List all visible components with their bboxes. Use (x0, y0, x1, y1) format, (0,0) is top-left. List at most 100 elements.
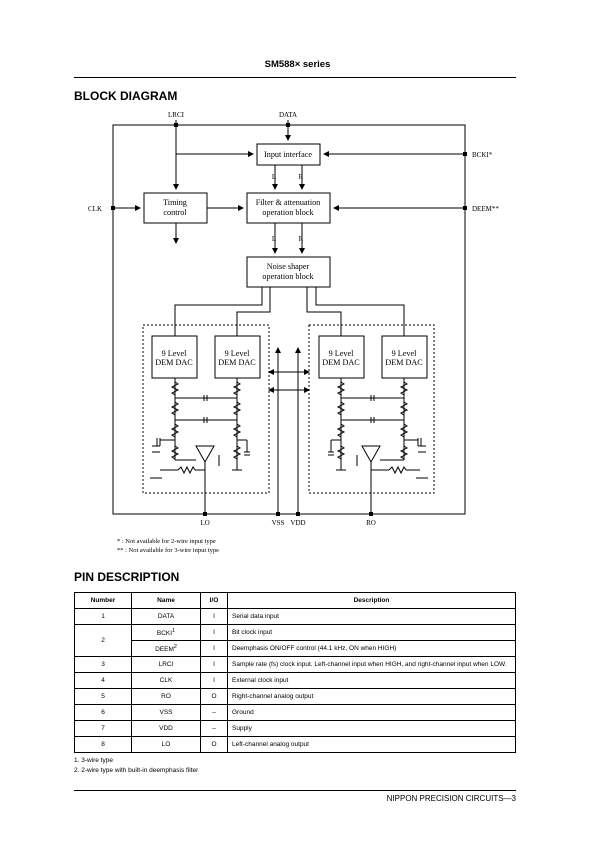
table-row: 3 LRCI I Sample rate (fs) clock input. L… (74, 656, 516, 673)
cell-description: Sample rate (fs) clock input. Left-chann… (227, 656, 516, 673)
note-3wire: ** : Not available for 3-wire input type (117, 547, 219, 554)
col-number: Number (74, 592, 132, 609)
table-row: 5 RO O Right-channel analog output (74, 688, 516, 705)
footnote-1: 1. 3-wire type (74, 757, 114, 764)
cell-name: VSS (131, 704, 201, 721)
header-rule (74, 77, 516, 78)
right-dac-region (308, 324, 435, 494)
channel-r-label: R (299, 173, 304, 181)
table-row: 8 LO O Left-channel analog output (74, 736, 516, 753)
cell-io: I (200, 672, 228, 689)
pin-label-lo: LO (200, 519, 209, 527)
cell-io: I (200, 624, 228, 641)
cell-name: CLK (131, 672, 201, 689)
cell-description: External clock input (227, 672, 516, 689)
cell-number: 1 (74, 608, 132, 625)
cell-number: 7 (74, 720, 132, 737)
timing-label-1: Timing (163, 198, 187, 207)
pin-label-vss: VSS (272, 519, 285, 527)
cell-io: O (200, 736, 228, 753)
block-diagram-heading: BLOCK DIAGRAM (74, 89, 178, 103)
footnote-ref: 1 (172, 627, 176, 634)
cell-io: O (200, 688, 228, 705)
page-header: SM588× series (264, 59, 331, 70)
table-footnotes: 1. 3-wire type 2. 2-wire type with built… (74, 756, 198, 776)
noise-label-2: operation block (262, 272, 314, 281)
cell-description: Deemphasis ON/OFF control (44.1 kHz, ON … (227, 640, 516, 657)
pin-label-clk: CLK (88, 205, 102, 213)
cell-io: I (200, 608, 228, 625)
filter-label-2: operation block (262, 208, 314, 217)
noise-shaper-block (246, 256, 331, 288)
left-dac-region (142, 324, 270, 494)
cell-io: – (200, 720, 228, 737)
timing-label-2: control (163, 208, 187, 217)
cell-number: 5 (74, 688, 132, 705)
cell-number: 4 (74, 672, 132, 689)
dac-r2-label-1: 9 Level (392, 349, 418, 358)
channel-l-label: L (272, 173, 276, 181)
cell-number: 8 (74, 736, 132, 753)
dac-l1-label-1: 9 Level (162, 349, 188, 358)
table-row: DEEM2 I Deemphasis ON/OFF control (44.1 … (75, 640, 516, 657)
input-interface-label: Input interface (264, 150, 312, 159)
col-name: Name (131, 592, 201, 609)
table-row: 4 CLK I External clock input (74, 672, 516, 689)
cell-io: – (200, 704, 228, 721)
pin-label-deem: DEEM** (472, 205, 499, 213)
noise-label-1: Noise shaper (267, 262, 310, 271)
dac-r2-label-2: DEM DAC (385, 358, 423, 367)
block-diagram: LRCI DATA CLK BCKI* DEEM** LO VSS VDD RO… (88, 111, 499, 527)
dac-l1-label-2: DEM DAC (155, 358, 193, 367)
cell-number: 6 (74, 704, 132, 721)
cell-name: DEEM2 (131, 640, 201, 657)
channel-r-label: R (299, 235, 304, 243)
cell-name: RO (131, 688, 201, 705)
filter-label-1: Filter & attenuation (256, 198, 321, 207)
cell-description: Serial data input (227, 608, 516, 625)
cell-description: Ground (227, 704, 516, 721)
pin-label-ro: RO (366, 519, 376, 527)
chip-outline (112, 124, 466, 515)
cell-io: I (200, 640, 228, 657)
cell-description: Bit clock input (227, 624, 516, 641)
footnote-ref: 2 (173, 643, 177, 650)
page-footer: NIPPON PRECISION CIRCUITS—3 (386, 794, 516, 803)
note-2wire: * : Not available for 2-wire input type (117, 538, 216, 545)
table-row: 1 DATA I Serial data input (74, 608, 516, 625)
cell-number: 2 (74, 624, 132, 657)
cell-name: LRCI (131, 656, 201, 673)
col-description: Description (227, 592, 516, 609)
cell-description: Right-channel analog output (227, 688, 516, 705)
table-row: 2 BCKI1 I Bit clock input (74, 624, 516, 657)
pin-label-vdd: VDD (290, 519, 305, 527)
cell-number: 3 (74, 656, 132, 673)
pin-label-data: DATA (279, 111, 297, 119)
col-io: I/O (200, 592, 228, 609)
pin-label-lrci: LRCI (168, 111, 185, 119)
channel-l-label: L (272, 235, 276, 243)
dac-l2-label-1: 9 Level (225, 349, 251, 358)
diagram-notes: * : Not available for 2-wire input type … (117, 537, 219, 555)
input-interface-block (256, 143, 321, 166)
footnote-2: 2. 2-wire type with built-in deemphasis … (74, 767, 199, 774)
name-text: DEEM (155, 646, 174, 654)
right-analog-network (328, 378, 428, 514)
pin-description-heading: PIN DESCRIPTION (74, 570, 180, 584)
cell-name: LO (131, 736, 201, 753)
pin-label-bcki: BCKI* (472, 151, 493, 159)
dac-r1-label-1: 9 Level (329, 349, 355, 358)
dac-r1-label-2: DEM DAC (322, 358, 360, 367)
cell-name: BCKI1 (131, 624, 201, 641)
left-analog-network (150, 378, 250, 514)
footer-rule (74, 790, 516, 791)
cell-name: VDD (131, 720, 201, 737)
dac-l2-label-2: DEM DAC (218, 358, 256, 367)
cell-description: Supply (227, 720, 516, 737)
cell-name: DATA (131, 608, 201, 625)
name-text: BCKI (156, 630, 173, 638)
table-row: 7 VDD – Supply (74, 720, 516, 737)
filter-block (246, 192, 331, 224)
cell-io: I (200, 656, 228, 673)
table-row: 6 VSS – Ground (74, 704, 516, 721)
